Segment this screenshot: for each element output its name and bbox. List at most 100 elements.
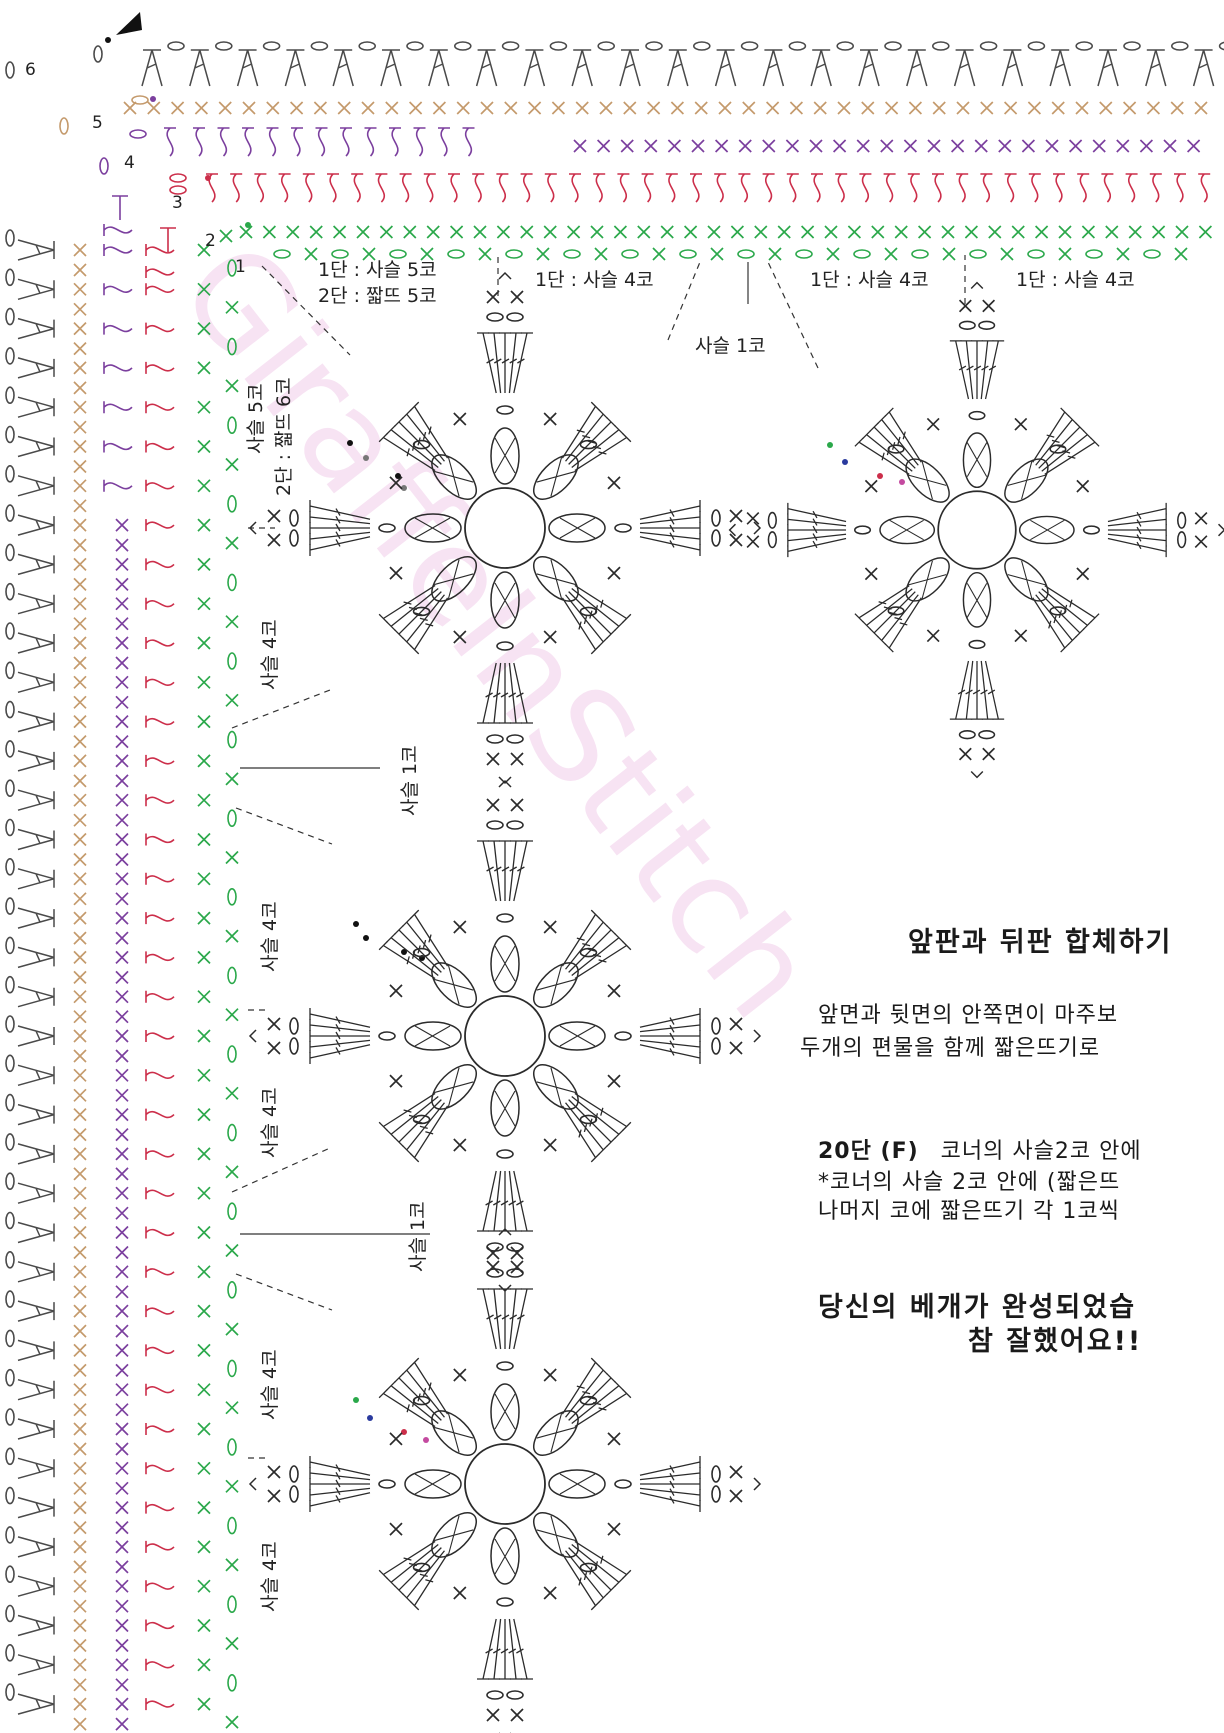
fan-stitch <box>869 422 916 469</box>
single-crochet-icon <box>456 101 470 115</box>
double-crochet-icon <box>17 1693 55 1715</box>
treble-crochet-icon <box>496 173 509 203</box>
single-crochet-icon <box>765 101 780 115</box>
motif-fan <box>248 1456 371 1512</box>
single-crochet-icon <box>197 1383 211 1397</box>
chain-stitch-icon <box>5 1604 15 1623</box>
treble-crochet-icon <box>145 1147 175 1160</box>
fan-stitch <box>499 1171 511 1232</box>
single-crochet-icon <box>267 509 281 523</box>
row-number: 3 <box>172 193 183 213</box>
chain-stitch-icon <box>788 41 807 51</box>
treble-crochet-icon <box>1053 173 1065 203</box>
treble-crochet-icon <box>472 173 485 203</box>
motif-fan <box>477 1227 533 1350</box>
fan-stitch <box>378 1092 436 1132</box>
chain-stitch-icon <box>447 249 465 259</box>
motif-fan <box>378 584 449 655</box>
chain-stitch-icon <box>227 1516 237 1535</box>
single-crochet-icon <box>536 247 550 261</box>
single-crochet-icon <box>670 101 685 115</box>
single-crochet-icon <box>115 1304 129 1318</box>
single-crochet-icon <box>197 1147 211 1161</box>
chain-stitch-icon <box>5 268 15 287</box>
fan-stitch <box>409 909 449 967</box>
petal-cross <box>434 559 474 599</box>
double-crochet-icon <box>17 671 55 694</box>
fan-stitch <box>409 401 449 459</box>
double-crochet-icon <box>17 907 55 929</box>
fan-stitch <box>639 531 701 545</box>
corner-chain <box>1218 523 1224 537</box>
fan-stitch <box>639 500 701 520</box>
single-crochet-icon <box>73 793 87 807</box>
motif-fan <box>477 271 533 394</box>
double-crochet-icon <box>236 49 259 87</box>
chain-stitch-icon <box>1027 249 1045 259</box>
motif-petal <box>548 513 606 543</box>
fan-stitch <box>869 591 916 638</box>
single-crochet-icon <box>267 1017 281 1031</box>
fan-stitch <box>513 1170 533 1232</box>
chain-stitch-icon <box>5 1329 15 1348</box>
single-crochet-icon <box>115 1618 129 1633</box>
single-crochet-icon <box>73 1481 87 1495</box>
single-crochet-icon <box>543 412 557 426</box>
single-crochet-icon <box>73 1540 87 1554</box>
single-crochet-icon <box>147 101 161 115</box>
treble-crochet-icon <box>145 637 175 649</box>
single-crochet-icon <box>115 1265 129 1279</box>
single-crochet-icon <box>1151 225 1166 239</box>
fan-stitch <box>571 425 624 468</box>
single-crochet-icon <box>73 636 87 650</box>
fan-stitch <box>787 537 847 558</box>
chain-stitch-icon <box>289 509 299 527</box>
chain-stitch-icon <box>169 185 187 195</box>
petal-cross <box>536 965 576 1005</box>
single-crochet-icon <box>115 656 129 670</box>
petal-outline <box>548 1469 606 1499</box>
double-crochet-icon <box>17 946 55 969</box>
double-crochet-icon <box>17 985 55 1008</box>
fan-stitch <box>378 1540 436 1580</box>
fan-stitch <box>394 925 442 973</box>
chain-stitch-icon <box>5 61 15 79</box>
single-crochet-icon <box>73 1442 87 1456</box>
single-crochet-icon <box>1014 417 1028 431</box>
chain-stitch-icon <box>579 1562 598 1573</box>
treble-crochet-icon <box>145 597 175 610</box>
chain-stitch-icon <box>389 249 407 259</box>
single-crochet-icon <box>115 1245 129 1260</box>
motif-petal <box>404 513 462 543</box>
single-crochet-icon <box>861 101 875 115</box>
treble-crochet-icon <box>193 127 205 157</box>
fan-stitch <box>378 940 436 980</box>
single-crochet-icon <box>575 101 589 115</box>
chain-stitch-icon <box>5 1290 15 1308</box>
treble-crochet-icon <box>145 401 175 414</box>
single-crochet-icon <box>197 675 211 689</box>
chain-stitch-icon <box>496 1149 514 1159</box>
chain-stitch-icon <box>978 730 996 740</box>
treble-crochet-icon <box>738 173 751 203</box>
row20-text: 코너의 사슬2코 안에 <box>940 1139 1142 1164</box>
single-crochet-icon <box>225 850 239 865</box>
single-crochet-icon <box>596 139 611 153</box>
single-crochet-icon <box>964 225 979 239</box>
single-crochet-icon <box>73 832 87 847</box>
fan-stitch <box>378 432 436 472</box>
chain-stitch-icon <box>227 1438 237 1456</box>
single-crochet-icon <box>115 793 129 807</box>
double-crochet-icon <box>619 49 641 87</box>
motif-fan <box>1107 502 1224 558</box>
fan-stitch <box>1038 591 1085 638</box>
chain-stitch-icon <box>5 936 15 955</box>
single-crochet-icon <box>449 225 464 239</box>
single-crochet-icon <box>403 225 417 239</box>
single-crochet-icon <box>73 1638 87 1653</box>
single-crochet-icon <box>218 101 232 115</box>
single-crochet-icon <box>389 566 403 580</box>
single-crochet-icon <box>73 557 87 572</box>
treble-crochet-icon <box>145 1619 175 1632</box>
motif-fan <box>477 1170 533 1293</box>
